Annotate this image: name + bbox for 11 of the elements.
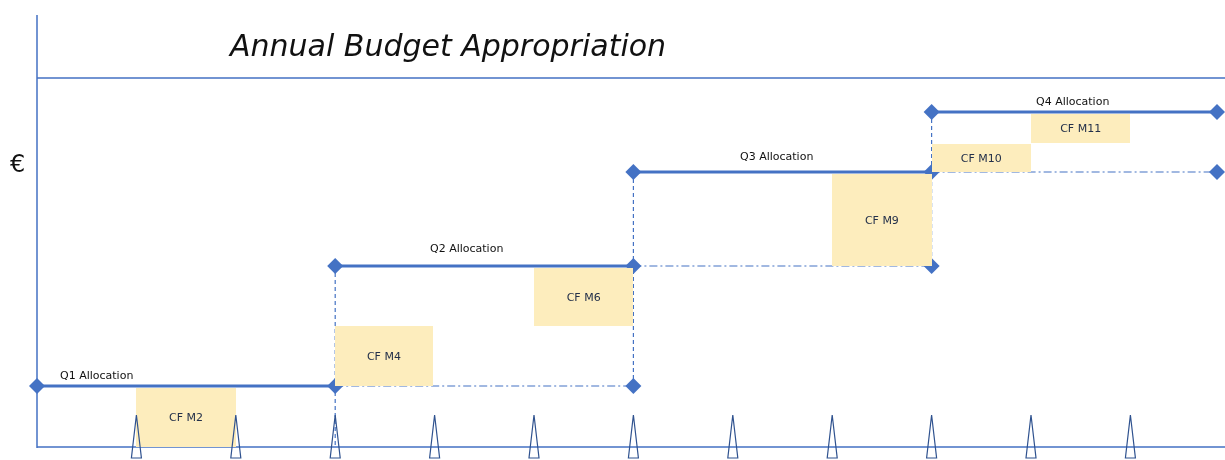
currency-symbol: € [10,150,26,178]
cash-flow-box: CF M4 [335,326,433,386]
cash-flow-box: CF M9 [832,174,932,266]
allocation-label: Q2 Allocation [430,242,504,255]
cash-flow-box: CF M10 [931,144,1031,172]
allocation-label: Q3 Allocation [740,150,814,163]
cash-flow-box: CF M6 [534,268,634,326]
diagram-title: Annual Budget Appropriation [230,28,667,63]
allocation-label: Q1 Allocation [60,369,134,382]
cash-flow-box: CF M11 [1031,114,1131,143]
cash-flow-box: CF M2 [136,388,236,447]
